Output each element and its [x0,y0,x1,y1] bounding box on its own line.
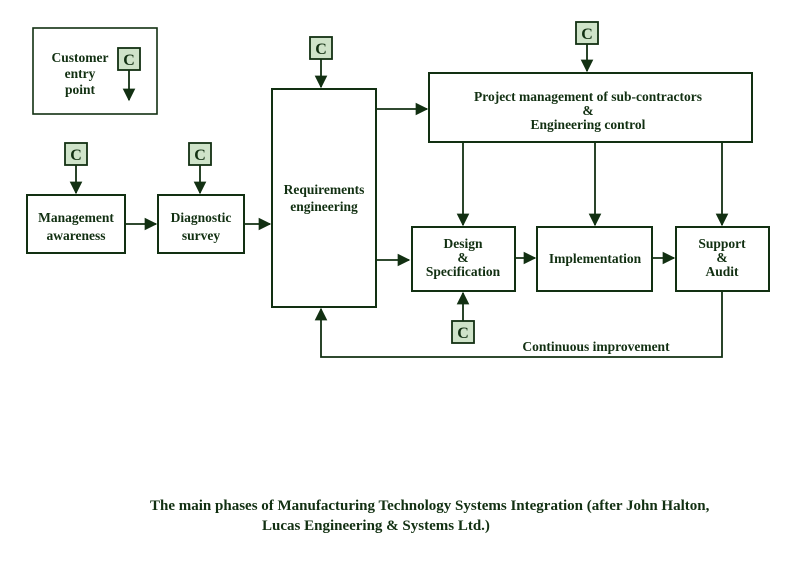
project-management-line1: Project management of sub-contractors [474,89,702,104]
implementation-box: Implementation [536,226,653,292]
customer-marker-management: C [64,142,88,195]
requirements-engineering-line2: engineering [290,199,358,214]
support-audit-line3: Audit [705,264,739,279]
customer-entry-label-line3: point [65,82,96,97]
customer-marker-requirements: C [309,36,333,89]
diagnostic-survey-line2: survey [182,228,220,243]
customer-entry-label-line1: Customer [52,50,109,65]
project-management-line3: Engineering control [531,117,646,132]
support-audit-box: Support & Audit [675,226,770,292]
customer-marker-letter: C [123,52,135,69]
project-management-box: Project management of sub-contractors & … [428,72,753,143]
design-specification-line3: Specification [426,264,501,279]
svg-text:C: C [70,147,82,164]
diagnostic-survey-line1: Diagnostic [171,210,232,225]
continuous-improvement-loop [314,291,723,358]
customer-marker-project: C [575,21,599,73]
management-awareness-line1: Management [38,210,114,225]
customer-marker-design: C [451,291,475,344]
continuous-improvement-label: Continuous improvement [522,339,670,354]
customer-marker-legend: C [117,47,141,102]
support-audit-line1: Support [698,236,746,251]
svg-text:C: C [457,325,469,342]
requirements-engineering-box: Requirements engineering [271,88,377,308]
management-awareness-box: Management awareness [26,194,126,254]
project-management-line2: & [582,103,593,118]
design-specification-line1: Design [443,236,482,251]
support-audit-line2: & [716,250,727,265]
diagnostic-survey-box: Diagnostic survey [157,194,245,254]
customer-entry-label-line2: entry [65,66,96,81]
svg-text:C: C [194,147,206,164]
design-specification-line2: & [457,250,468,265]
implementation-label: Implementation [549,251,642,266]
design-specification-box: Design & Specification [411,226,516,292]
svg-text:C: C [581,26,593,43]
caption-line2: Lucas Engineering & Systems Ltd.) [262,518,490,534]
caption-line1: The main phases of Manufacturing Technol… [150,498,710,514]
requirements-engineering-line1: Requirements [284,182,365,197]
customer-marker-diagnostic: C [188,142,212,195]
management-awareness-line2: awareness [47,228,106,243]
customer-entry-legend: Customer entry point C [32,27,158,115]
svg-text:C: C [315,41,327,58]
